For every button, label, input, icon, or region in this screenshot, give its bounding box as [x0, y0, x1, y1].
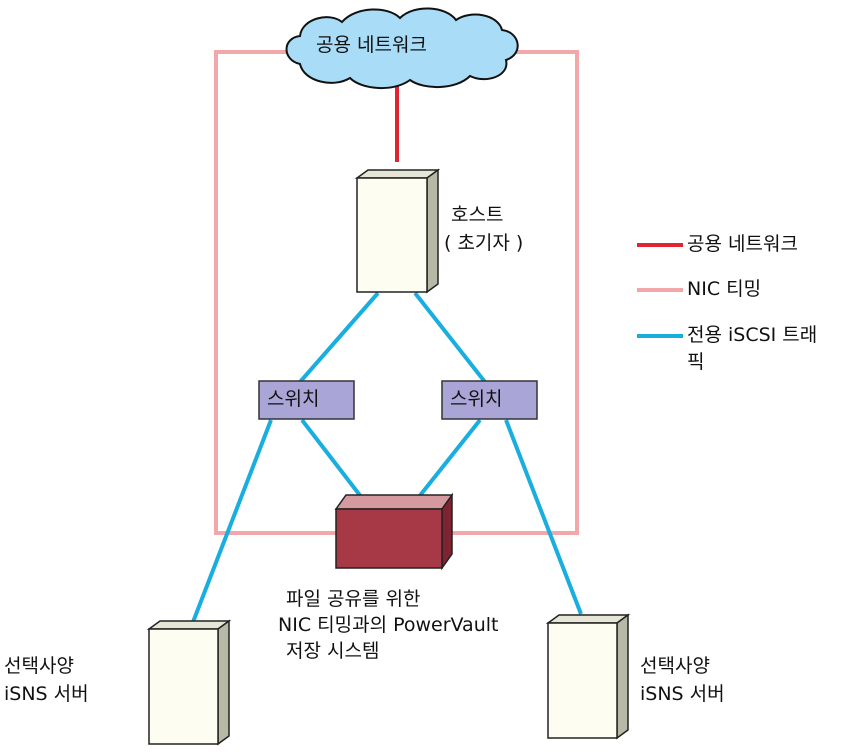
isns-server-left: [146, 619, 232, 746]
host-label-line2: ( 초기자 ): [444, 232, 524, 254]
legend-swatches: [637, 243, 683, 338]
host-server: [354, 168, 441, 294]
iscsi-link-switchright-isns: [504, 419, 583, 615]
switch-left-label: 스위치: [267, 388, 320, 410]
cloud-label: 공용 네트워크: [316, 34, 427, 56]
storage-label-line1: 파일 공유를 위한: [286, 588, 421, 610]
iscsi-link-switchleft-isns: [191, 419, 273, 623]
switch-right: [441, 380, 538, 420]
powervault-storage: [334, 492, 454, 571]
teaming-link-left: [214, 50, 336, 535]
nic-teaming-links: [214, 50, 579, 535]
storage-label-line3: 저장 시스템: [286, 640, 380, 662]
isns-right-label-line1: 선택사양: [640, 655, 710, 677]
legend-label-iscsi: 전용 iSCSI 트래: [687, 324, 818, 346]
storage-label-line2: NIC 티밍과의 PowerVault: [278, 614, 499, 636]
iscsi-link-switchleft-storage: [300, 418, 364, 500]
switch-left: [258, 380, 355, 420]
isns-right-label-line2: iSNS 서버: [640, 683, 725, 705]
legend-label-iscsi-cont: 픽: [687, 351, 705, 373]
legend-label-teaming: NIC 티밍: [687, 278, 762, 300]
iscsi-link-host-switch-left: [298, 291, 380, 384]
public-network-cloud: [285, 7, 519, 90]
isns-left-label-line1: 선택사양: [4, 655, 74, 677]
isns-server-right: [545, 613, 631, 740]
switch-right-label: 스위치: [450, 388, 503, 410]
legend-label-public: 공용 네트워크: [687, 233, 798, 255]
iscsi-links: [191, 291, 583, 623]
host-label-line1: 호스트: [451, 204, 504, 226]
isns-left-label-line2: iSNS 서버: [4, 683, 89, 705]
iscsi-link-host-switch-right: [413, 291, 487, 384]
iscsi-link-switchright-storage: [416, 418, 482, 500]
teaming-link-right: [442, 50, 579, 535]
